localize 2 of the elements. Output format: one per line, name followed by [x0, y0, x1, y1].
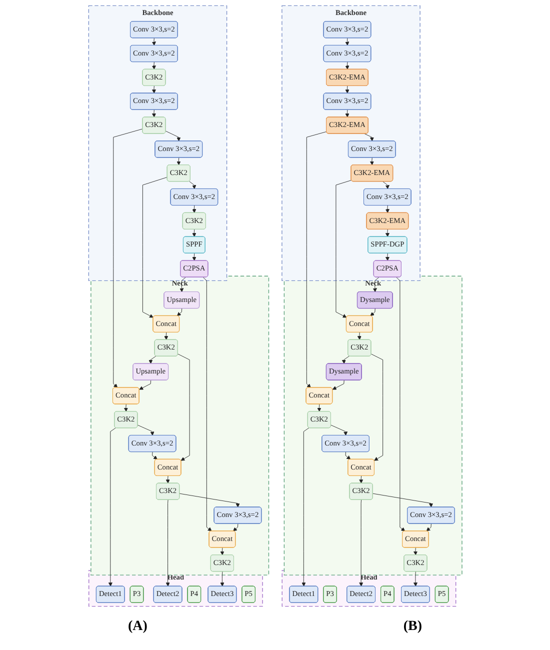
- panel-label: (B): [403, 619, 422, 635]
- panel-label: (A): [128, 619, 148, 635]
